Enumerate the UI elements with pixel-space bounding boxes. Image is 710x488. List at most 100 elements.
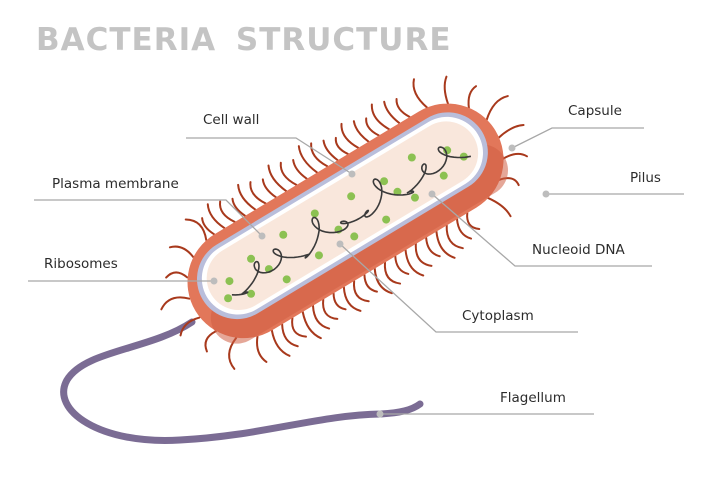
pilus-strand bbox=[412, 78, 428, 109]
pilus-strand bbox=[485, 95, 509, 122]
pilus-strand bbox=[256, 335, 268, 363]
ribosome bbox=[410, 193, 419, 202]
label-plasma-membrane: Plasma membrane bbox=[52, 176, 179, 192]
dot-capsule bbox=[508, 144, 516, 152]
label-cytoplasm: Cytoplasm bbox=[462, 308, 534, 324]
leader-plasma-membrane bbox=[34, 199, 263, 237]
pilus-strand bbox=[445, 224, 464, 250]
pilus-strand bbox=[414, 242, 433, 267]
pilus-strand bbox=[249, 181, 267, 205]
pilus-strand bbox=[160, 296, 191, 311]
label-capsule: Capsule bbox=[568, 103, 622, 119]
leader-dots bbox=[210, 144, 550, 418]
pilus-strand bbox=[425, 236, 441, 258]
pilus-strand bbox=[218, 200, 236, 223]
dot-ribosomes bbox=[210, 277, 218, 285]
leader-lines bbox=[28, 127, 684, 415]
pilus-strand bbox=[466, 211, 481, 230]
pilus-strand bbox=[237, 183, 257, 211]
pili bbox=[160, 75, 528, 370]
dna-strand bbox=[231, 146, 472, 296]
pilus-strand bbox=[297, 145, 319, 174]
pilus-strand bbox=[373, 267, 393, 295]
leader-capsule bbox=[511, 127, 644, 149]
ribosome bbox=[382, 215, 391, 224]
leader-cytoplasm bbox=[339, 243, 578, 333]
pilus-strand bbox=[281, 323, 299, 348]
pilus-strand bbox=[322, 298, 339, 320]
pilus-strand bbox=[301, 310, 322, 340]
ribosome bbox=[279, 230, 288, 239]
dot-flagellum bbox=[376, 410, 384, 418]
pilus-strand bbox=[455, 218, 473, 240]
leader-cell-wall bbox=[186, 137, 353, 175]
pilus-strand bbox=[352, 120, 370, 143]
pilus-strand bbox=[467, 85, 478, 110]
label-flagellum: Flagellum bbox=[500, 390, 566, 406]
nucleoid-dna bbox=[231, 146, 472, 296]
pilus-strand bbox=[352, 279, 370, 303]
pilus-strand bbox=[435, 230, 456, 259]
pilus-strand bbox=[292, 158, 308, 180]
dot-cell-wall bbox=[348, 170, 356, 178]
pilus-strand bbox=[342, 286, 362, 312]
ribosome bbox=[443, 146, 452, 155]
ribosome bbox=[225, 277, 234, 286]
pilus-strand bbox=[363, 273, 378, 293]
pilus-strand bbox=[322, 139, 339, 162]
ribosome bbox=[314, 251, 323, 260]
ribosome bbox=[393, 187, 402, 196]
pilus-strand bbox=[267, 164, 288, 193]
pilus-strand bbox=[370, 103, 391, 131]
ribosome bbox=[380, 177, 389, 186]
dot-plasma-membrane bbox=[258, 232, 266, 240]
ribosome bbox=[350, 232, 359, 241]
pilus-strand bbox=[291, 316, 307, 338]
pilus-strand bbox=[365, 117, 380, 137]
label-ribosomes: Ribosomes bbox=[44, 256, 118, 272]
pilus-strand bbox=[404, 248, 425, 277]
ribosomes bbox=[224, 146, 468, 303]
pilus-strand bbox=[497, 124, 525, 139]
pilus-strand bbox=[168, 245, 195, 258]
label-nucleoid-dna: Nucleoid DNA bbox=[532, 242, 625, 258]
label-cell-wall: Cell wall bbox=[203, 112, 260, 128]
pilus-strand bbox=[270, 329, 291, 357]
pilus-strand bbox=[206, 203, 226, 230]
pilus-strand bbox=[340, 122, 360, 149]
ribosome bbox=[407, 153, 416, 162]
pilus-strand bbox=[383, 261, 402, 285]
ribosome bbox=[247, 254, 256, 263]
pilus-strand bbox=[231, 197, 247, 217]
pilus-strand bbox=[332, 292, 347, 311]
pilus-strand bbox=[165, 271, 189, 279]
ribosome bbox=[310, 209, 319, 218]
pilus-strand bbox=[395, 98, 411, 118]
cytoplasm bbox=[206, 121, 479, 311]
pilus-strand bbox=[261, 178, 277, 199]
ribosome bbox=[224, 294, 233, 303]
pilus-strand bbox=[184, 218, 208, 242]
dot-nucleoid-dna bbox=[428, 190, 436, 198]
ribosome bbox=[347, 192, 356, 201]
label-pilus: Pilus bbox=[630, 170, 661, 186]
pilus-strand bbox=[279, 161, 298, 186]
pilus-strand bbox=[486, 196, 512, 218]
dot-pilus bbox=[542, 190, 550, 198]
pilus-strand bbox=[334, 136, 349, 155]
pilus-strand bbox=[310, 142, 329, 168]
ribosome bbox=[282, 275, 291, 284]
pilus-strand bbox=[394, 255, 410, 275]
pilus-strand bbox=[443, 75, 449, 105]
pilus-strand bbox=[201, 217, 216, 236]
leader-nucleoid-dna bbox=[431, 193, 652, 267]
page-title: BACTERIA STRUCTURE bbox=[36, 22, 452, 58]
dot-cytoplasm bbox=[336, 240, 344, 248]
ribosome bbox=[247, 289, 256, 298]
pilus-strand bbox=[204, 330, 217, 353]
pilus-strand bbox=[311, 304, 331, 330]
pilus-strand bbox=[501, 152, 528, 160]
ribosome bbox=[439, 171, 448, 180]
pilus-strand bbox=[179, 316, 201, 337]
